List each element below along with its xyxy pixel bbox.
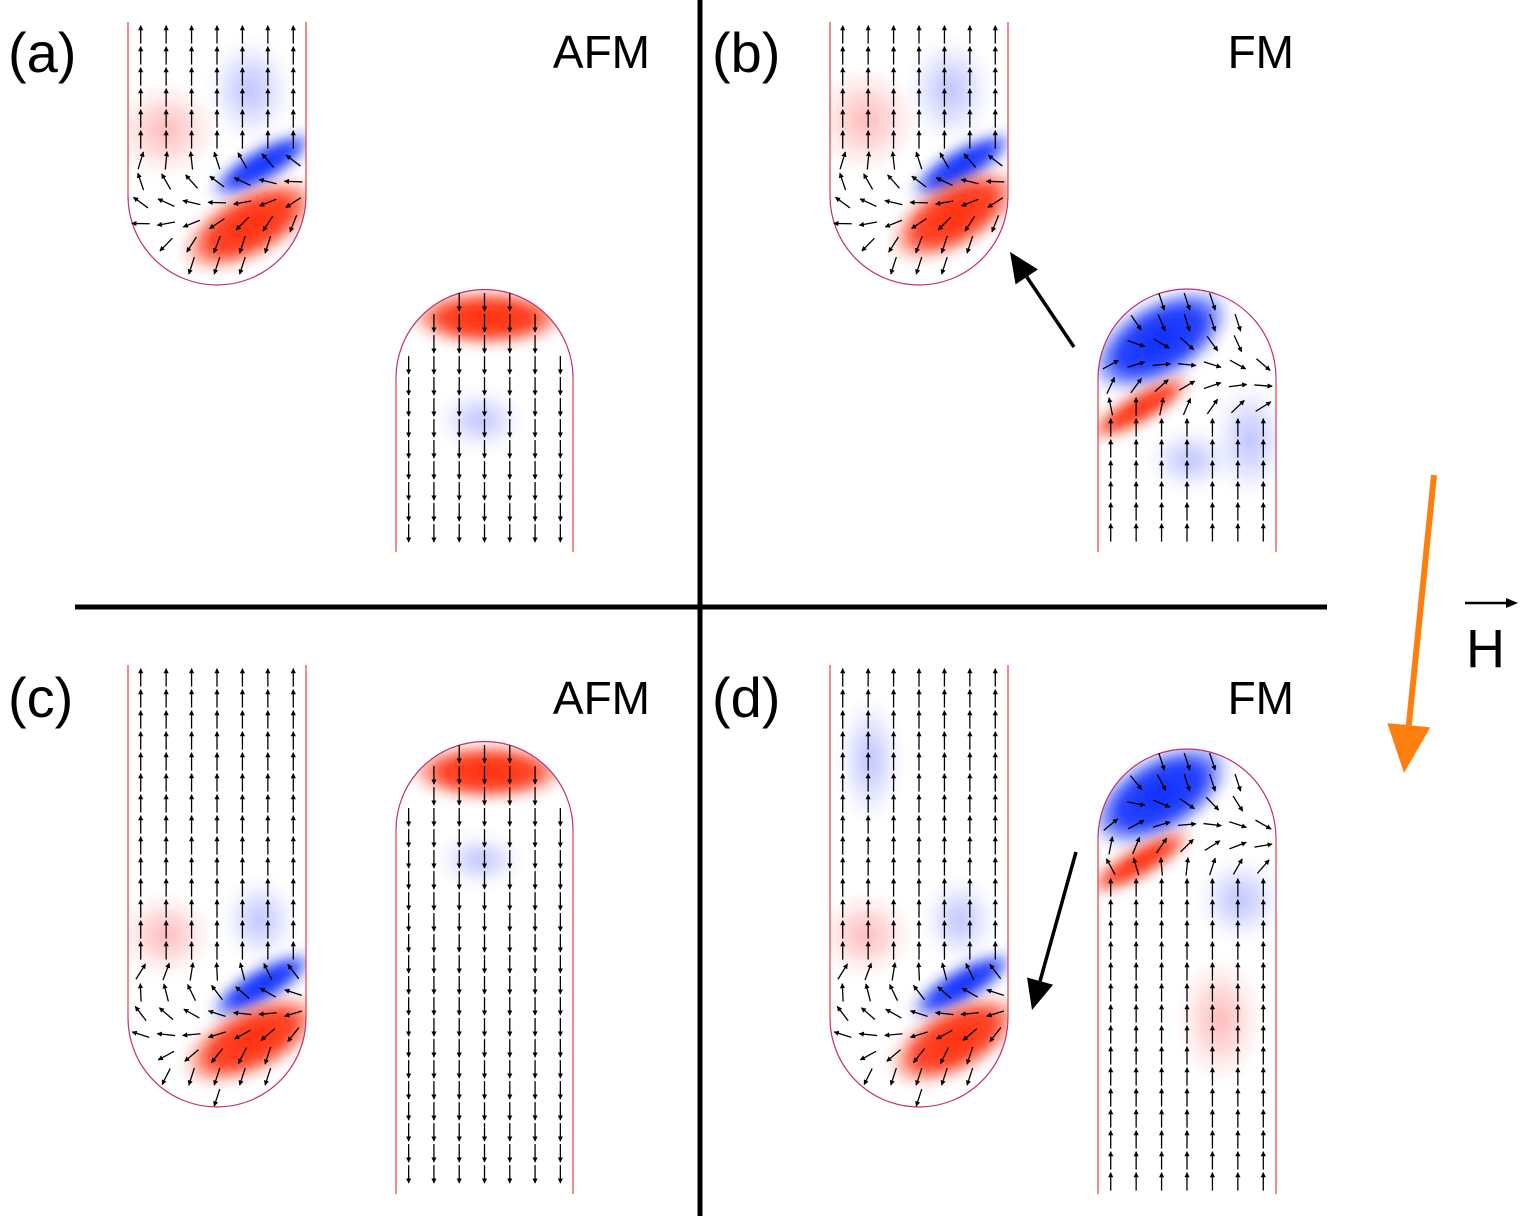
nanowire [396,290,573,553]
vector-arrow-icon [1465,598,1518,608]
nanowire [1072,721,1280,1194]
magnetization-region-down [210,40,290,140]
magnetization-region-up [115,85,215,175]
magnetization-region-down [910,40,990,140]
panel-type-d: FM [1228,672,1294,724]
magnetization-arrow [140,984,141,1002]
magnetization-region-down [1150,430,1230,490]
nanowire [396,742,573,1194]
panel-type-c: AFM [553,672,650,724]
magnetization-arrow [217,963,218,981]
magnetization-region-up [120,895,210,975]
panel-type-a: AFM [553,26,650,78]
magnetization-arrow [986,181,1004,182]
nanowire [815,22,1034,285]
magnetization-region-down [225,880,295,960]
magnetization-arrow [208,202,226,203]
nanowire [820,665,1035,1107]
panel-label-d: (d) [712,666,780,729]
panel-label-a: (a) [8,21,76,84]
panel-type-b: FM [1228,26,1294,78]
magnetization-region-down [440,835,520,885]
field-label: H [1466,619,1505,679]
magnetization-arrow [284,181,302,182]
magnetization-arrow [919,963,920,981]
nanowire [1072,266,1285,552]
panel-label-b: (b) [712,21,780,84]
nanowire [115,22,332,290]
magnetization-arrow [842,984,843,1002]
magnetization-region-down [925,880,995,960]
magnetization-arrow [910,202,928,203]
magnetization-region-down [1215,385,1285,495]
applied-field-arrow [1387,475,1434,773]
magnetization-region-up [820,895,910,975]
magnetization-region-up [1180,960,1260,1080]
attraction-arrow [1027,852,1076,1010]
magnetization-region-down [440,390,520,450]
panel-label-c: (c) [8,666,73,729]
magnetization-region-down [840,700,900,820]
nanowire [120,665,334,1107]
attraction-arrow [1010,252,1074,347]
